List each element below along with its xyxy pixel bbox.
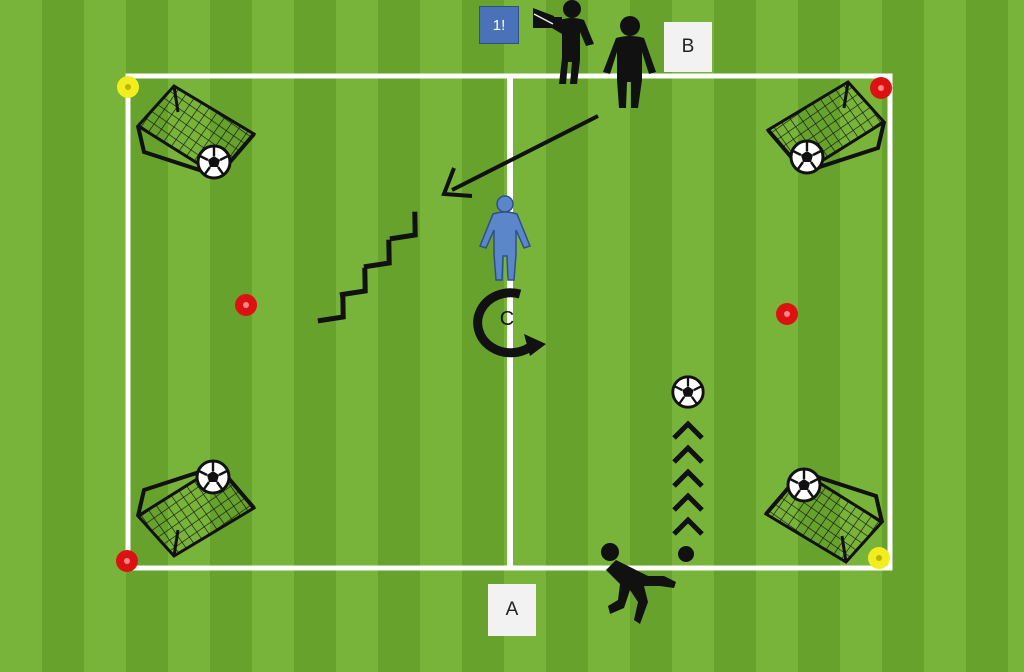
label-a: A [488, 584, 536, 636]
cone-icon [116, 550, 138, 572]
coach-with-megaphone-icon [552, 0, 594, 84]
megaphone-icon [533, 8, 562, 28]
soccer-ball-icon [786, 467, 822, 503]
coach-c-icon [479, 195, 531, 281]
label-c: C [499, 307, 515, 330]
pass-arrow-icon [441, 114, 599, 198]
cone-icon [868, 547, 890, 569]
kicking-player-icon [601, 543, 694, 624]
soccer-ball-icon [196, 144, 232, 180]
label-b: B [664, 22, 712, 72]
cone-icon [776, 303, 798, 325]
player-b-icon [603, 16, 656, 108]
soccer-ball-icon [195, 459, 231, 495]
player-count-badge: 1! [479, 6, 519, 44]
soccer-ball-icon [671, 375, 705, 409]
cone-icon [235, 294, 257, 316]
soccer-ball-icon [789, 139, 825, 175]
cone-icon [117, 76, 139, 98]
field-lines [125, 73, 893, 571]
turn-arrow-icon [473, 288, 546, 358]
cone-icon [870, 77, 892, 99]
